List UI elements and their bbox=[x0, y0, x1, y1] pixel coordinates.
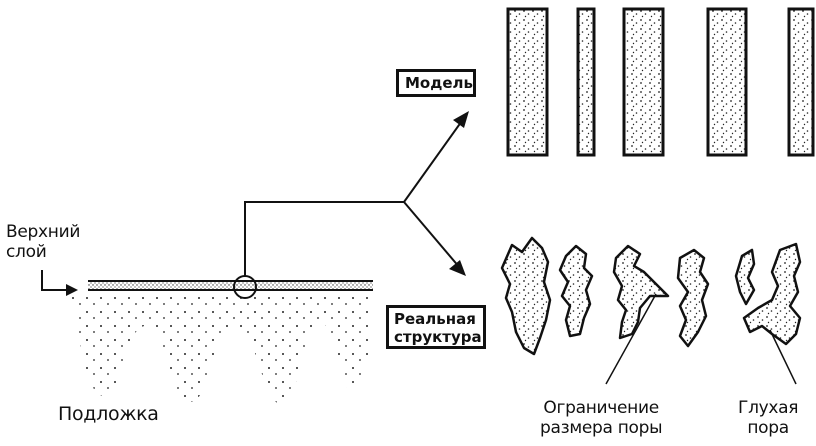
real-structure-label: Реальная структура bbox=[386, 305, 486, 349]
substrate-label: Подложка bbox=[58, 404, 159, 424]
substrate-region bbox=[70, 292, 372, 404]
model-column bbox=[708, 9, 746, 155]
arrow-head-to-real bbox=[449, 260, 466, 276]
arrow-head-to-model bbox=[453, 111, 469, 128]
model-columns bbox=[508, 9, 813, 155]
real-pore bbox=[502, 238, 550, 354]
top-layer-arrow bbox=[42, 270, 78, 296]
branch-connector bbox=[245, 118, 464, 276]
top-layer-label: Верхний слой bbox=[6, 222, 80, 262]
top-layer bbox=[88, 281, 373, 290]
model-column bbox=[508, 9, 547, 155]
model-column bbox=[578, 9, 594, 155]
real-pore bbox=[614, 246, 668, 338]
real-pore bbox=[678, 250, 708, 346]
real-pore bbox=[736, 250, 754, 304]
dead-pore-label: Глухая пора bbox=[738, 398, 798, 438]
real-pore bbox=[560, 246, 592, 336]
model-label: Модель bbox=[396, 69, 476, 97]
model-column bbox=[789, 9, 813, 155]
pore-limit-label: Ограничение размера поры bbox=[540, 398, 662, 438]
real-structure-pores bbox=[502, 238, 800, 354]
model-column bbox=[624, 9, 663, 155]
